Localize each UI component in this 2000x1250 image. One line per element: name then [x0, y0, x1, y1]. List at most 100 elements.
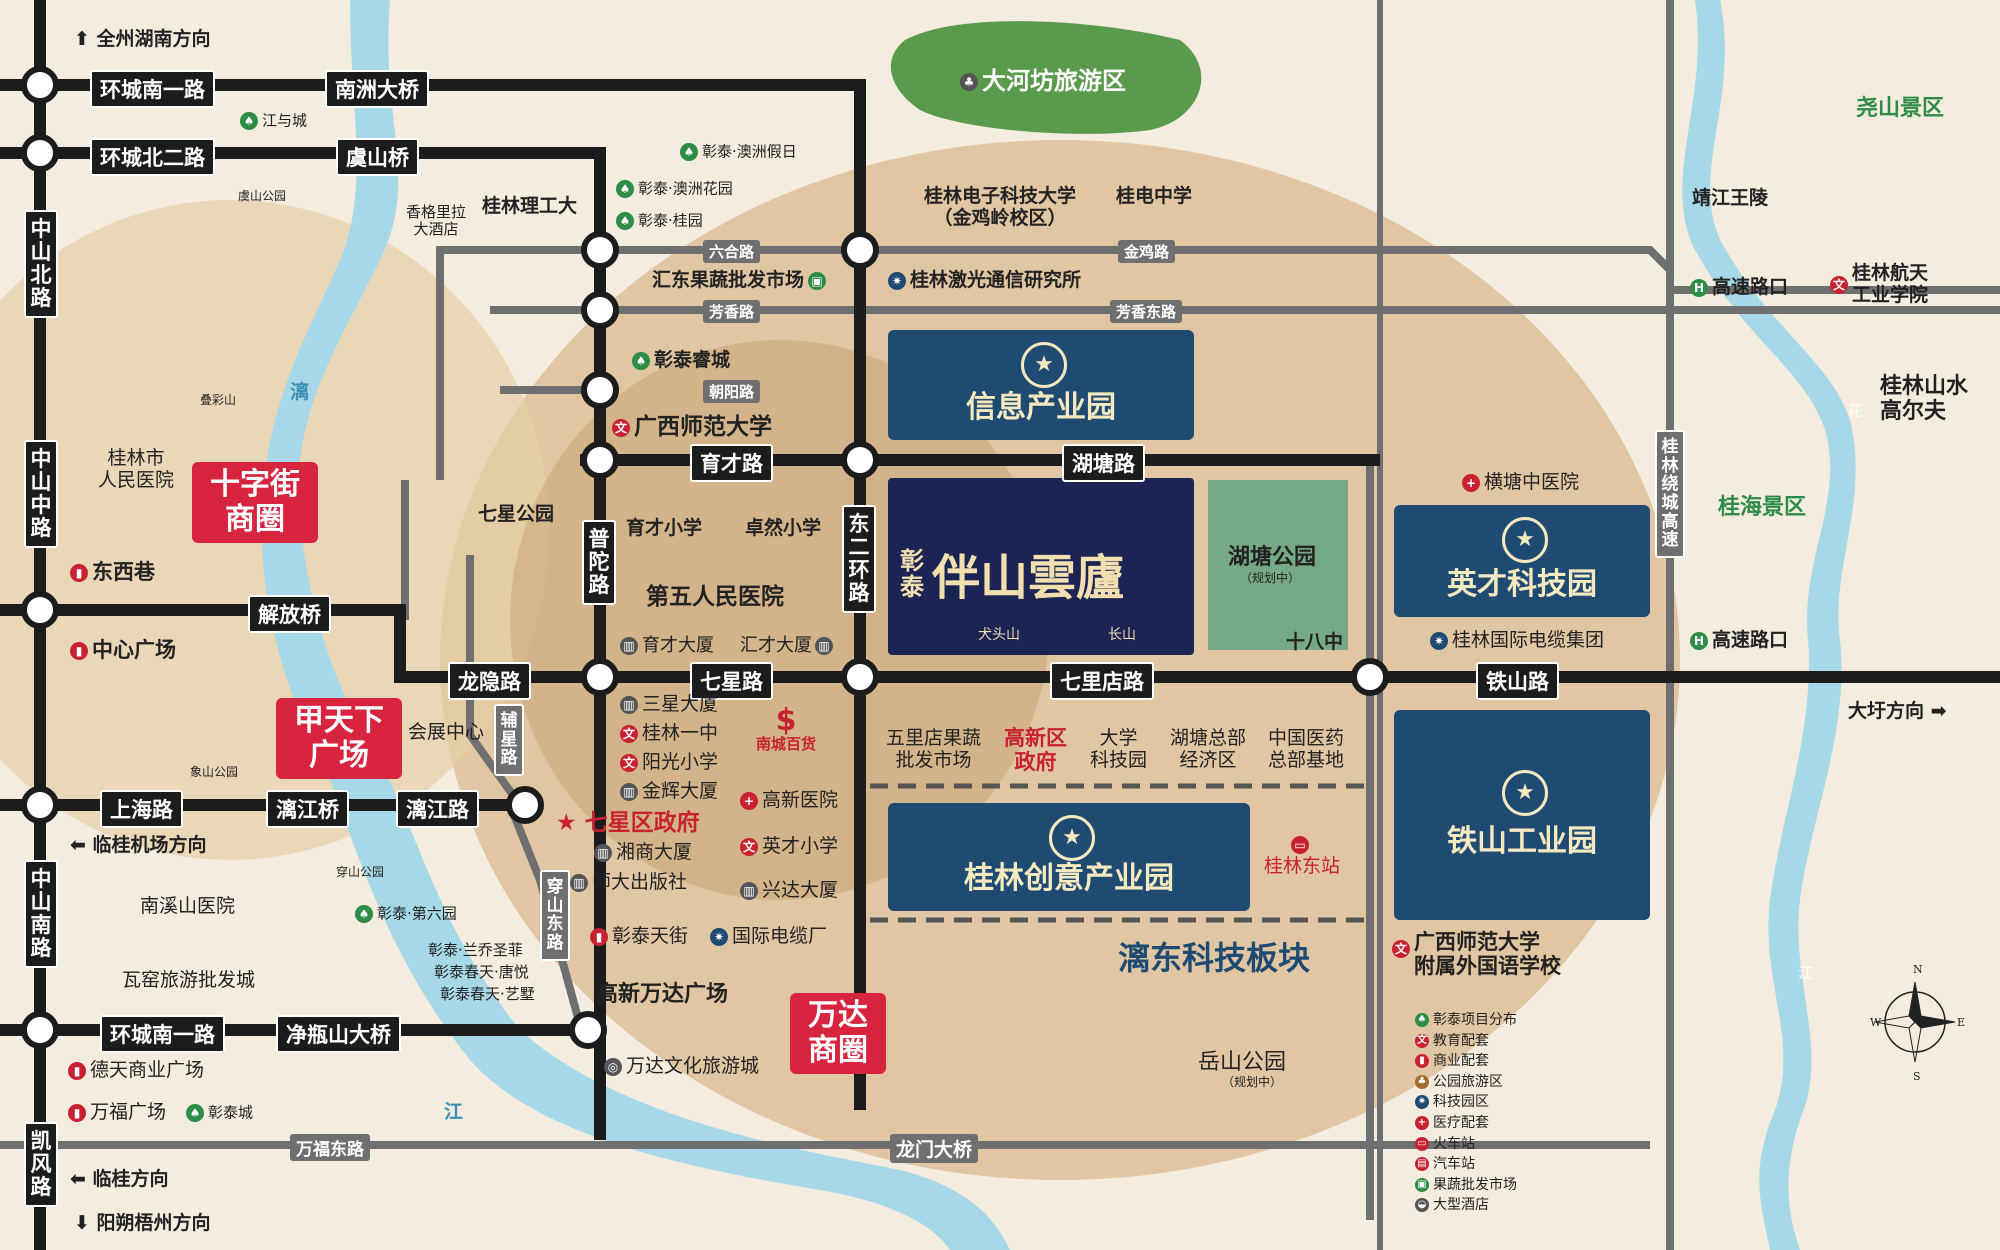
- poi-guilin-yizhong[interactable]: 文桂林一中: [620, 722, 718, 745]
- poi-zhangtaicheng[interactable]: ♠彰泰城: [186, 1104, 253, 1122]
- poi-wanda-culture[interactable]: ◎万达文化旅游城: [604, 1055, 759, 1078]
- poi-xianggelila[interactable]: 香格里拉 大酒店: [406, 203, 467, 239]
- poi-pharma[interactable]: 中国医药 总部基地: [1268, 727, 1345, 771]
- poi-lanqiao[interactable]: 彰泰·兰乔圣菲: [428, 941, 523, 959]
- poi-fifth-hospital[interactable]: 第五人民医院: [646, 584, 784, 610]
- poi-yaoshan[interactable]: 尧山景区: [1856, 96, 1945, 121]
- road-label: 金鸡路: [1118, 240, 1176, 263]
- poi-wanfu[interactable]: ▮万福广场: [68, 1101, 166, 1124]
- poi-sanxing[interactable]: ▥三星大厦: [620, 693, 718, 716]
- poi-xiangshang[interactable]: ▥湘商大厦: [594, 841, 692, 864]
- poi-yingcai-primary[interactable]: 文英才小学: [740, 835, 838, 858]
- building-icon: ▥: [740, 881, 758, 900]
- commerce-shizijie[interactable]: 十字街 商圈: [192, 462, 318, 543]
- road-label: 环城南一路: [90, 70, 215, 108]
- shopping-icon: ▮: [68, 1061, 86, 1080]
- poi-guoji-tv[interactable]: ✷桂林国际电缆集团: [1430, 629, 1604, 652]
- poi-yucai-primary[interactable]: 育才小学: [626, 517, 703, 539]
- poi-xingda[interactable]: ▥兴达大厦: [740, 879, 838, 902]
- poi-huizhan[interactable]: 会展中心: [408, 721, 485, 743]
- poi-wulidian-market[interactable]: 五里店果蔬 批发市场: [886, 727, 982, 771]
- hotel-icon: ◒: [1415, 1198, 1429, 1213]
- poi-tangyue[interactable]: 彰泰春天·唐悦: [434, 963, 529, 981]
- poi-yucai-tower[interactable]: ▥育才大厦: [620, 635, 714, 657]
- project-title-box[interactable]: 彰泰 伴山雲廬 犬头山 长山: [888, 478, 1194, 655]
- poi-hengtang-hospital[interactable]: +横塘中医院: [1462, 471, 1579, 494]
- poi-gaoxin-gov[interactable]: 高新区 政府: [1004, 726, 1067, 775]
- zone-chuangyi[interactable]: ★桂林创意产业园: [888, 803, 1250, 911]
- legend-item: ♣公园旅游区: [1415, 1072, 1517, 1093]
- poi-shida-press[interactable]: ▥师大出版社: [570, 871, 687, 894]
- poi-dongxixiang[interactable]: ▮东西巷: [70, 560, 155, 584]
- road-label: 中山中路: [24, 440, 58, 549]
- poi-daxue-park[interactable]: 大学 科技园: [1090, 727, 1148, 771]
- poi-nanxishan-hospital[interactable]: 南溪山医院: [140, 895, 236, 917]
- zone-xinxi[interactable]: ★信息产业园: [888, 330, 1194, 440]
- poi-guiyuan[interactable]: ♠彰泰·桂园: [616, 212, 703, 230]
- poi-ruicheng[interactable]: ♠彰泰睿城: [632, 349, 730, 372]
- poi-jiguang[interactable]: ✷桂林激光通信研究所: [888, 269, 1081, 292]
- poi-chuanshan-park[interactable]: 穿山公园: [336, 865, 385, 879]
- zone-yingcai[interactable]: ★英才科技园: [1394, 505, 1650, 617]
- poi-gaoxin-hospital[interactable]: +高新医院: [740, 789, 838, 812]
- poi-wayao[interactable]: 瓦窑旅游批发城: [122, 969, 256, 991]
- poi-yushan-park[interactable]: 虞山公园: [238, 189, 287, 203]
- poi-aozhou-huayuan[interactable]: ♠彰泰·澳洲花园: [616, 180, 733, 198]
- commerce-jiatianxia[interactable]: 甲天下 广场: [276, 698, 402, 779]
- poi-hangtian[interactable]: 文桂林航天 工业学院: [1830, 262, 1928, 307]
- poi-dianzi-univ[interactable]: 桂林电子科技大学 （金鸡岭校区）: [924, 185, 1077, 229]
- poi-xiangshan-park[interactable]: 象山公园: [190, 765, 239, 779]
- poi-aozhou-jiari[interactable]: ♠彰泰·澳洲假日: [680, 143, 797, 161]
- poi-tianjie[interactable]: ▮彰泰天街: [590, 925, 688, 948]
- poi-jinhui[interactable]: ▥金辉大厦: [620, 780, 718, 803]
- poi-jingjiang[interactable]: 靖江王陵: [1692, 187, 1769, 209]
- road-label: 芳香路: [703, 300, 761, 323]
- road-label: 漓江路: [396, 790, 479, 828]
- poi-huicai-tower[interactable]: 汇才大厦▥: [740, 635, 837, 657]
- poi-jiangyucheng[interactable]: ♠江与城: [240, 112, 307, 130]
- poi-diliuyuan[interactable]: ♠彰泰·第六园: [355, 905, 457, 923]
- poi-qixing-park[interactable]: 七星公园: [478, 503, 555, 525]
- poi-diecai[interactable]: 叠彩山: [200, 393, 237, 407]
- poi-guihai[interactable]: 桂海景区: [1718, 495, 1807, 520]
- poi-zhongxin-plaza[interactable]: ▮中心广场: [70, 638, 176, 662]
- title-sub: 彰泰: [900, 546, 924, 602]
- river-label: 江: [444, 1101, 464, 1123]
- poi-shibazhong[interactable]: 十八中: [1286, 631, 1344, 653]
- poi-wanda-plaza[interactable]: 高新万达广场: [596, 982, 729, 1007]
- education-icon: 文: [740, 837, 758, 856]
- tech-park-icon: ✷: [710, 927, 728, 946]
- poi-dahefang[interactable]: ♣大河坊旅游区: [960, 67, 1126, 96]
- poi-people-hospital[interactable]: 桂林市 人民医院: [98, 447, 175, 491]
- direction-north: ⬆ 全州湖南方向: [74, 28, 211, 50]
- poi-yishu[interactable]: 彰泰春天·艺墅: [440, 985, 535, 1003]
- commerce-wanda[interactable]: 万达 商圈: [790, 993, 886, 1074]
- poi-guilin-shanshui[interactable]: 桂林山水 高尔夫: [1880, 374, 1969, 425]
- poi-guangxi-affiliated[interactable]: 文广西师范大学 附属外国语学校: [1392, 930, 1561, 978]
- direction-airport: ⬅ 临桂机场方向: [70, 834, 207, 856]
- arrow-down-icon: ⬇: [74, 1212, 97, 1234]
- poi-yangguang-primary[interactable]: 文阳光小学: [620, 751, 718, 774]
- poi-yueshan-park[interactable]: 岳山公园: [1198, 1050, 1287, 1075]
- poi-huidong-market[interactable]: 汇东果蔬批发市场▣: [652, 269, 830, 292]
- legend-item: +医疗配套: [1415, 1113, 1517, 1134]
- culture-icon: ◎: [604, 1057, 622, 1076]
- poi-guangxi-normal[interactable]: 文广西师范大学: [612, 414, 772, 440]
- poi-detian[interactable]: ▮德天商业广场: [68, 1059, 204, 1082]
- zone-tieshan[interactable]: ★铁山工业园: [1394, 710, 1650, 920]
- building-icon: ▥: [570, 873, 588, 892]
- poi-guoji-cable[interactable]: ✷国际电缆厂: [710, 925, 827, 948]
- poi-guidian-middle[interactable]: 桂电中学: [1116, 185, 1193, 207]
- star-emblem-icon: ★: [1502, 517, 1548, 563]
- poi-ligong[interactable]: 桂林理工大: [482, 195, 578, 217]
- poi-guilin-east[interactable]: ▭桂林东站: [1264, 835, 1341, 877]
- road-label: 铁山路: [1476, 662, 1559, 700]
- svg-text:N: N: [1913, 963, 1923, 976]
- poi-qixing-gov[interactable]: ★ 七星区政府: [556, 810, 700, 836]
- poi-nancheng[interactable]: $南城百货: [756, 703, 817, 753]
- highway-icon: H: [1690, 631, 1708, 650]
- poi-zhuoran-primary[interactable]: 卓然小学: [745, 517, 822, 539]
- poi-hutang-hq[interactable]: 湖塘总部 经济区: [1170, 727, 1247, 771]
